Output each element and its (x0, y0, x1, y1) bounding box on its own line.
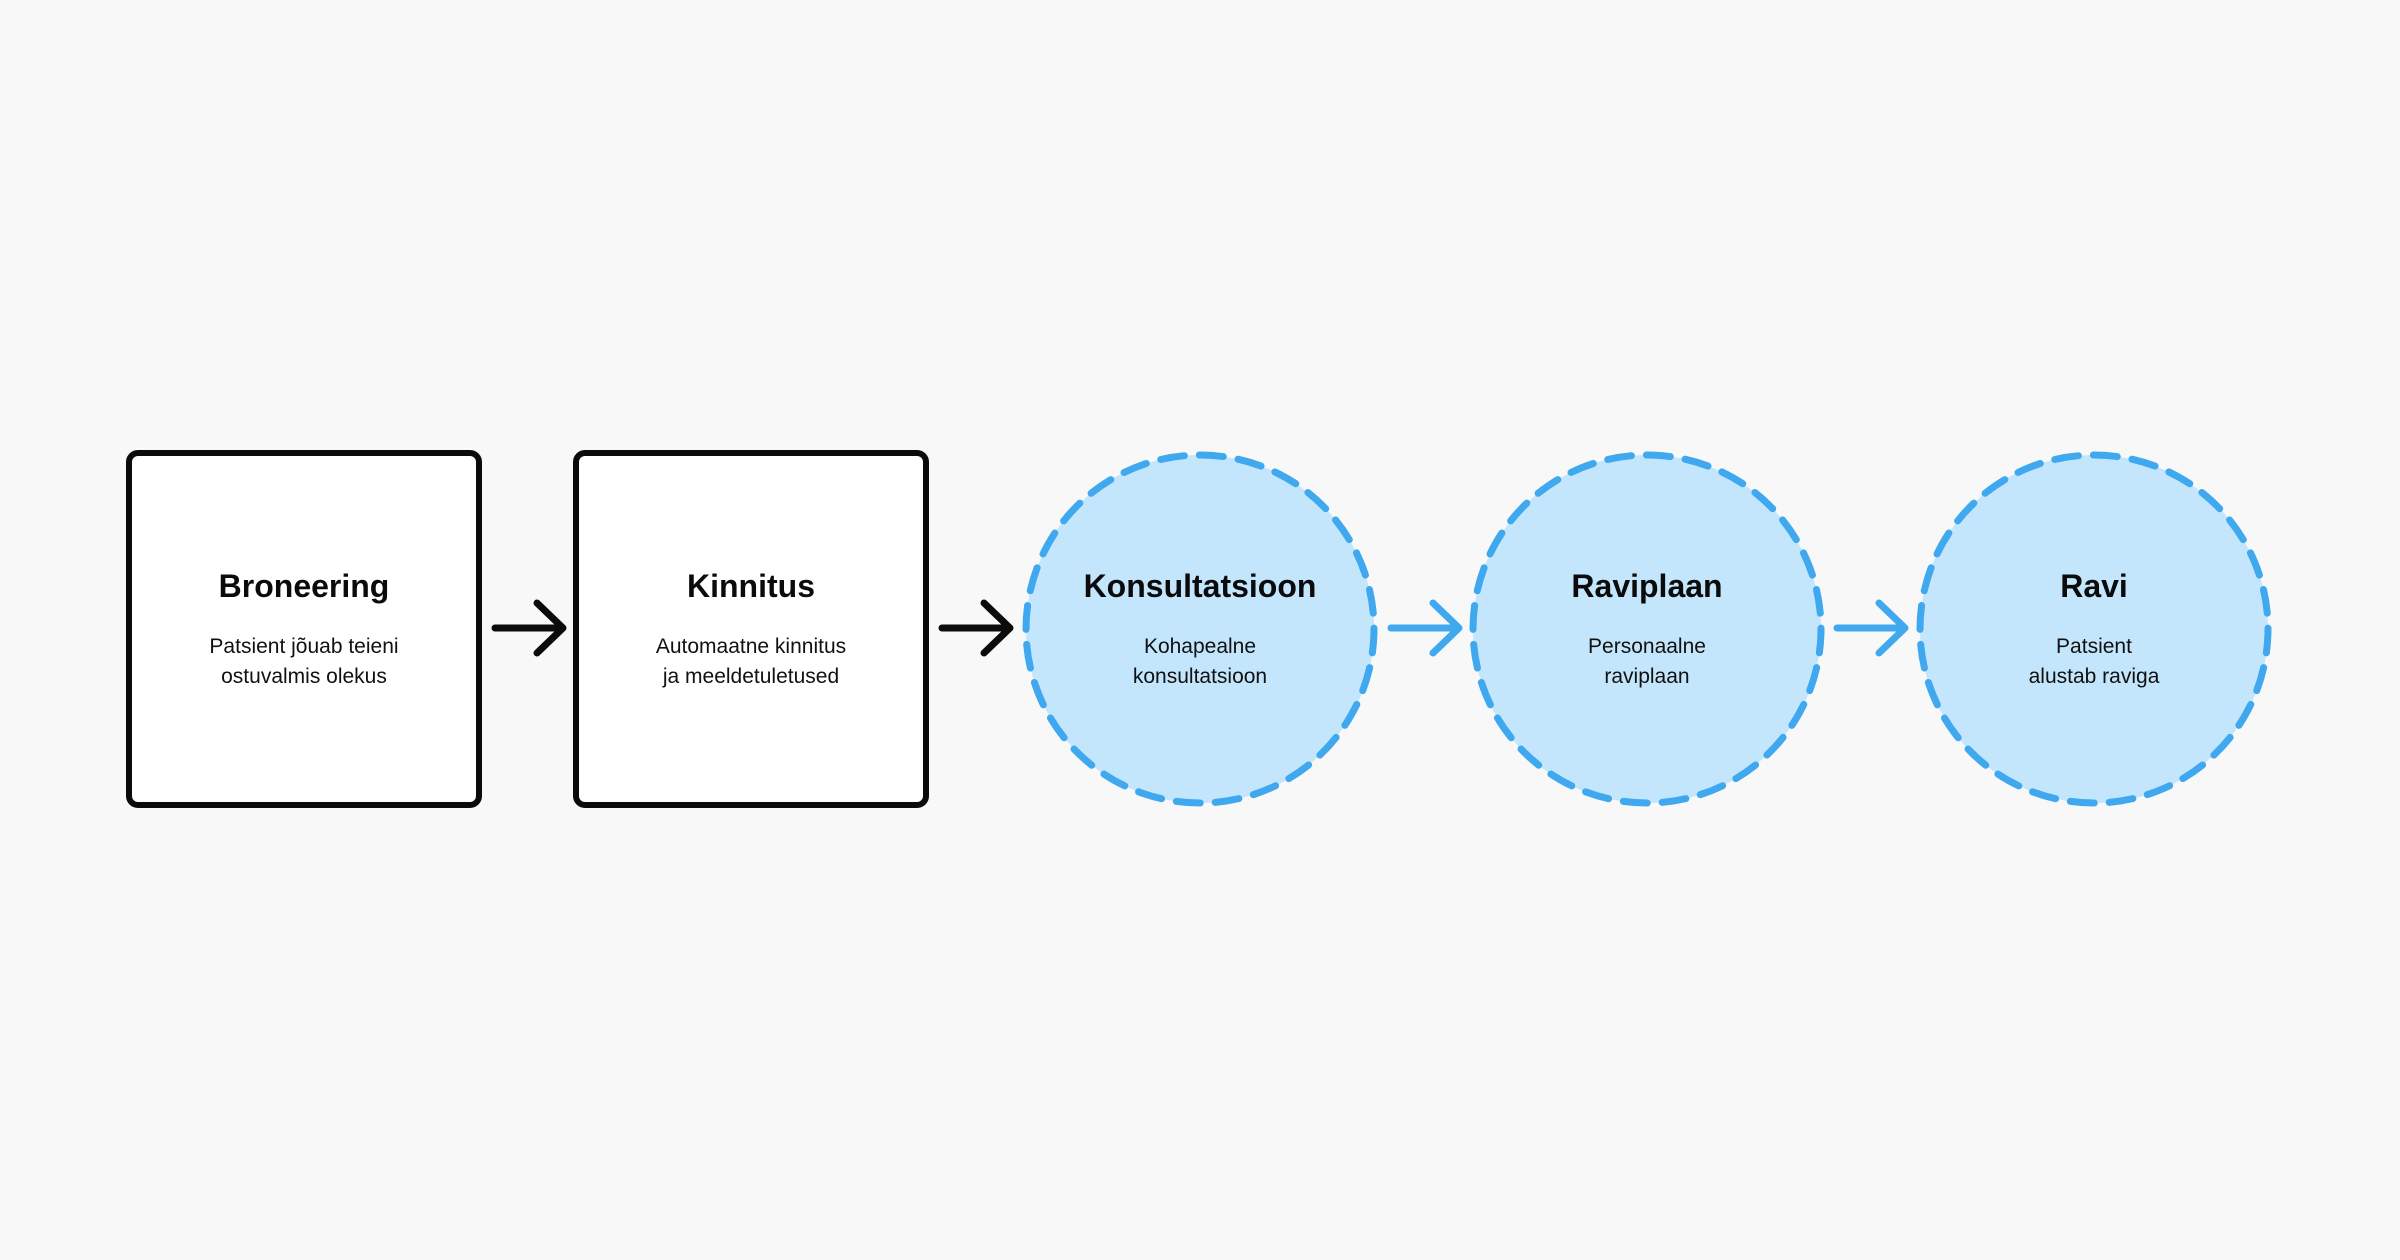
arrow-right-icon (1387, 598, 1469, 658)
step-description: Kohapealne konsultatsioon (1132, 635, 1268, 688)
step-description: Patsient alustab raviga (2028, 635, 2160, 688)
step-description: Personaalne raviplaan (1588, 635, 1706, 688)
arrow-right-icon (1833, 598, 1915, 658)
arrow-right-icon (491, 598, 573, 658)
step-broneering: Broneering Patsient jõuab teieni ostuval… (126, 450, 482, 808)
step-raviplaan: Raviplaan Personaalne raviplaan (1469, 450, 1825, 808)
step-ravi: Ravi Patsient alustab raviga (1916, 450, 2272, 808)
step-title: Ravi (2060, 568, 2128, 604)
step-description: Automaatne kinnitus ja meeldetuletused (655, 635, 847, 688)
step-title: Konsultatsioon (1083, 568, 1317, 604)
step-title: Broneering (218, 568, 390, 604)
step-title: Kinnitus (687, 568, 815, 604)
step-konsultatsioon: Konsultatsioon Kohapealne konsultatsioon (1022, 450, 1378, 808)
step-kinnitus: Kinnitus Automaatne kinnitus ja meeldetu… (573, 450, 929, 808)
step-description: Patsient jõuab teieni ostuvalmis olekus (209, 635, 399, 688)
arrow-right-icon (938, 598, 1020, 658)
step-title: Raviplaan (1571, 568, 1723, 604)
